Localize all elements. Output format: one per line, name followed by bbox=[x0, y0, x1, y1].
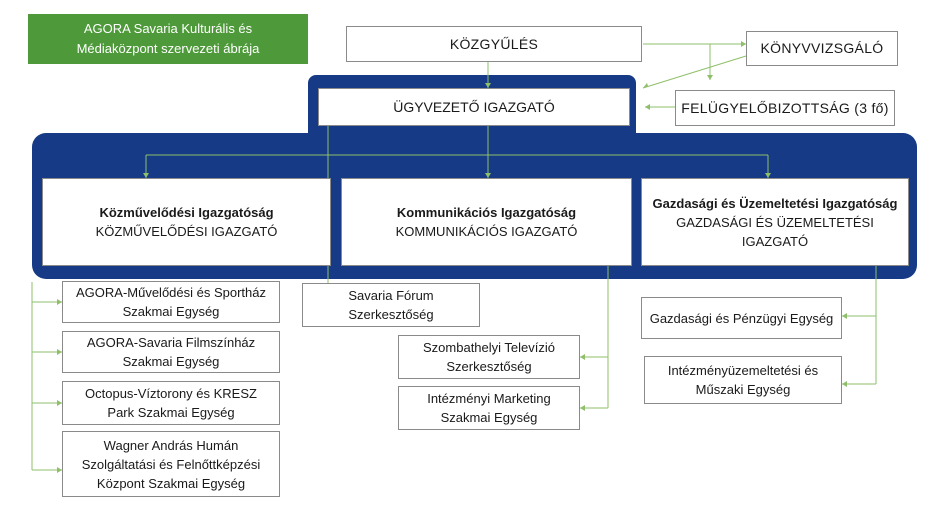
unit-line: Szakmai Egység bbox=[122, 304, 220, 319]
unit-line: Wagner András Humán bbox=[103, 437, 239, 453]
unit-box-octopus-viztorony: Octopus-Víztorony és KRESZ Park Szakmai … bbox=[62, 381, 280, 425]
unit-box-intezmenyuzemeltetesi: Intézményüzemeltetési és Műszaki Egység bbox=[644, 356, 842, 404]
unit-line: Intézményi Marketing bbox=[427, 391, 551, 406]
unit-line: AGORA-Művelődési és Sportház bbox=[75, 285, 267, 300]
directorate-title: Közművelődési Igazgatóság bbox=[99, 205, 274, 220]
unit-line: Műszaki Egység bbox=[695, 382, 791, 397]
directorate-title: Gazdasági és Üzemeltetési Igazgatóság bbox=[652, 195, 898, 211]
chart-title-box: AGORA Savaria Kulturális és Médiaközpont… bbox=[28, 14, 308, 64]
kommunikacios-igazgatosag-box: Kommunikációs Igazgatóság KOMMUNIKÁCIÓS … bbox=[341, 178, 632, 266]
unit-line: Octopus-Víztorony és KRESZ bbox=[85, 386, 257, 401]
directorate-title: Kommunikációs Igazgatóság bbox=[396, 205, 577, 220]
unit-line: Szakmai Egység bbox=[440, 410, 538, 425]
unit-line: Központ Szakmai Egység bbox=[96, 475, 246, 491]
konyvvizsgalo-label: KÖNYVVIZSGÁLÓ bbox=[760, 40, 884, 56]
unit-box-agora-muvelodesi: AGORA-Művelődési és Sportház Szakmai Egy… bbox=[62, 281, 280, 323]
unit-line: Szakmai Egység bbox=[122, 354, 220, 369]
unit-line: Szerkesztőség bbox=[446, 359, 532, 374]
unit-box-savaria-forum: Savaria Fórum Szerkesztőség bbox=[302, 283, 480, 327]
konyvvizsgalo-box: KÖNYVVIZSGÁLÓ bbox=[746, 31, 898, 66]
unit-line: Intézményüzemeltetési és bbox=[667, 363, 819, 378]
ugyvezeto-igazgato-box: ÜGYVEZETŐ IGAZGATÓ bbox=[318, 88, 630, 126]
chart-title-line-2: Médiaközpont szervezeti ábrája bbox=[76, 41, 260, 56]
unit-line: Park Szakmai Egység bbox=[107, 405, 235, 420]
kozgyules-label: KÖZGYŰLÉS bbox=[449, 35, 539, 52]
unit-line: Gazdasági és Pénzügyi Egység bbox=[649, 310, 834, 326]
unit-line: Szerkesztőség bbox=[348, 307, 434, 322]
unit-box-szombathelyi-televizio: Szombathelyi Televízió Szerkesztőség bbox=[398, 335, 580, 379]
unit-box-agora-filmszinhaz: AGORA-Savaria Filmszínház Szakmai Egység bbox=[62, 331, 280, 373]
unit-box-intezmenyi-marketing: Intézményi Marketing Szakmai Egység bbox=[398, 386, 580, 430]
kozmuvelodesi-igazgatosag-box: Közművelődési Igazgatóság KÖZMŰVELŐDÉSI … bbox=[42, 178, 331, 266]
ugyvezeto-igazgato-label: ÜGYVEZETŐ IGAZGATÓ bbox=[393, 98, 555, 115]
unit-line: AGORA-Savaria Filmszínház bbox=[86, 335, 256, 350]
unit-line: Szolgáltatási és Felnőttképzési bbox=[81, 456, 261, 472]
unit-line: Savaria Fórum bbox=[348, 288, 434, 303]
unit-line: Szombathelyi Televízió bbox=[423, 340, 555, 355]
felugyelobizottsag-box: FELÜGYELŐBIZOTTSÁG (3 fő) bbox=[675, 90, 895, 126]
kozgyules-box: KÖZGYŰLÉS bbox=[346, 26, 642, 62]
chart-title-line-1: AGORA Savaria Kulturális és bbox=[83, 21, 253, 36]
felugyelobizottsag-label: FELÜGYELŐBIZOTTSÁG (3 fő) bbox=[681, 99, 889, 116]
gazdasagi-uzemeltetesi-igazgatosag-box: Gazdasági és Üzemeltetési Igazgatóság GA… bbox=[641, 178, 909, 266]
directorate-subtitle: GAZDASÁGI ÉS ÜZEMELTETÉSI IGAZGATÓ bbox=[676, 214, 874, 249]
directorate-subtitle: KOMMUNIKÁCIÓS IGAZGATÓ bbox=[395, 224, 578, 239]
unit-box-wagner-andras: Wagner András Humán Szolgáltatási és Fel… bbox=[62, 431, 280, 497]
unit-box-gazdasagi-penzugyi: Gazdasági és Pénzügyi Egység bbox=[641, 297, 842, 339]
directorate-subtitle: KÖZMŰVELŐDÉSI IGAZGATÓ bbox=[95, 224, 278, 239]
